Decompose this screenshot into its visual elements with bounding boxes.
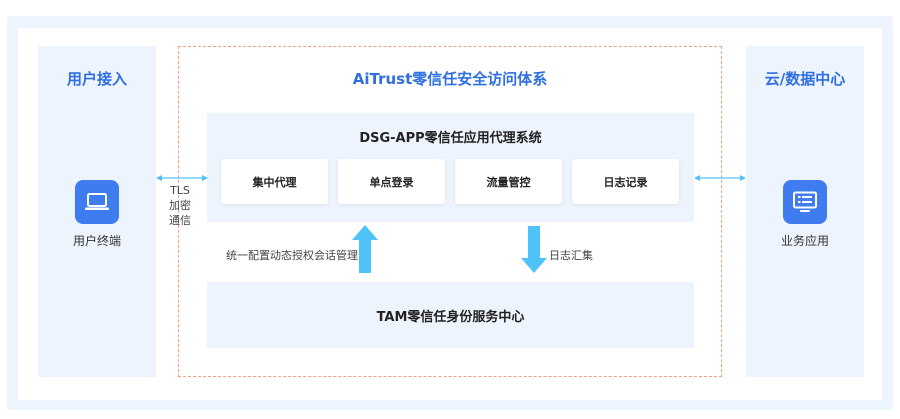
right-double-arrow	[694, 175, 746, 181]
laptop-icon	[75, 180, 119, 224]
cloud-datacenter-column: 云/数据中心 业务应用	[746, 46, 864, 377]
cloud-datacenter-title: 云/数据中心	[764, 70, 846, 88]
user-access-title: 用户接入	[66, 70, 127, 88]
tls-label: TLS 加密 通信	[162, 183, 198, 228]
tls-line-1: TLS	[170, 184, 190, 197]
module-sso: 单点登录	[338, 159, 445, 204]
aitrust-zone	[178, 46, 722, 377]
down-arrow-label: 日志汇集	[549, 249, 593, 262]
business-app-label: 业务应用	[780, 234, 829, 248]
module-traffic-control: 流量管控	[455, 159, 562, 204]
up-arrow-label: 统一配置动态授权会话管理	[226, 249, 358, 262]
left-double-arrow	[156, 175, 208, 181]
tam-block: TAM零信任身份服务中心	[207, 282, 694, 348]
module-central-proxy: 集中代理	[221, 159, 328, 204]
aitrust-title: AiTrust零信任安全访问体系	[352, 70, 548, 88]
tls-line-3: 通信	[169, 214, 191, 227]
up-arrow	[352, 225, 378, 273]
dsg-app-block: DSG-APP零信任应用代理系统 集中代理 单点登录 流量管控 日志记录	[207, 113, 694, 222]
user-access-column: 用户接入 用户终端	[38, 46, 156, 377]
module-logging: 日志记录	[572, 159, 679, 204]
tls-line-2: 加密	[169, 199, 191, 212]
server-app-icon	[783, 180, 827, 224]
down-arrow	[521, 226, 547, 273]
user-terminal-label: 用户终端	[72, 234, 121, 248]
dsg-app-title: DSG-APP零信任应用代理系统	[359, 131, 542, 146]
